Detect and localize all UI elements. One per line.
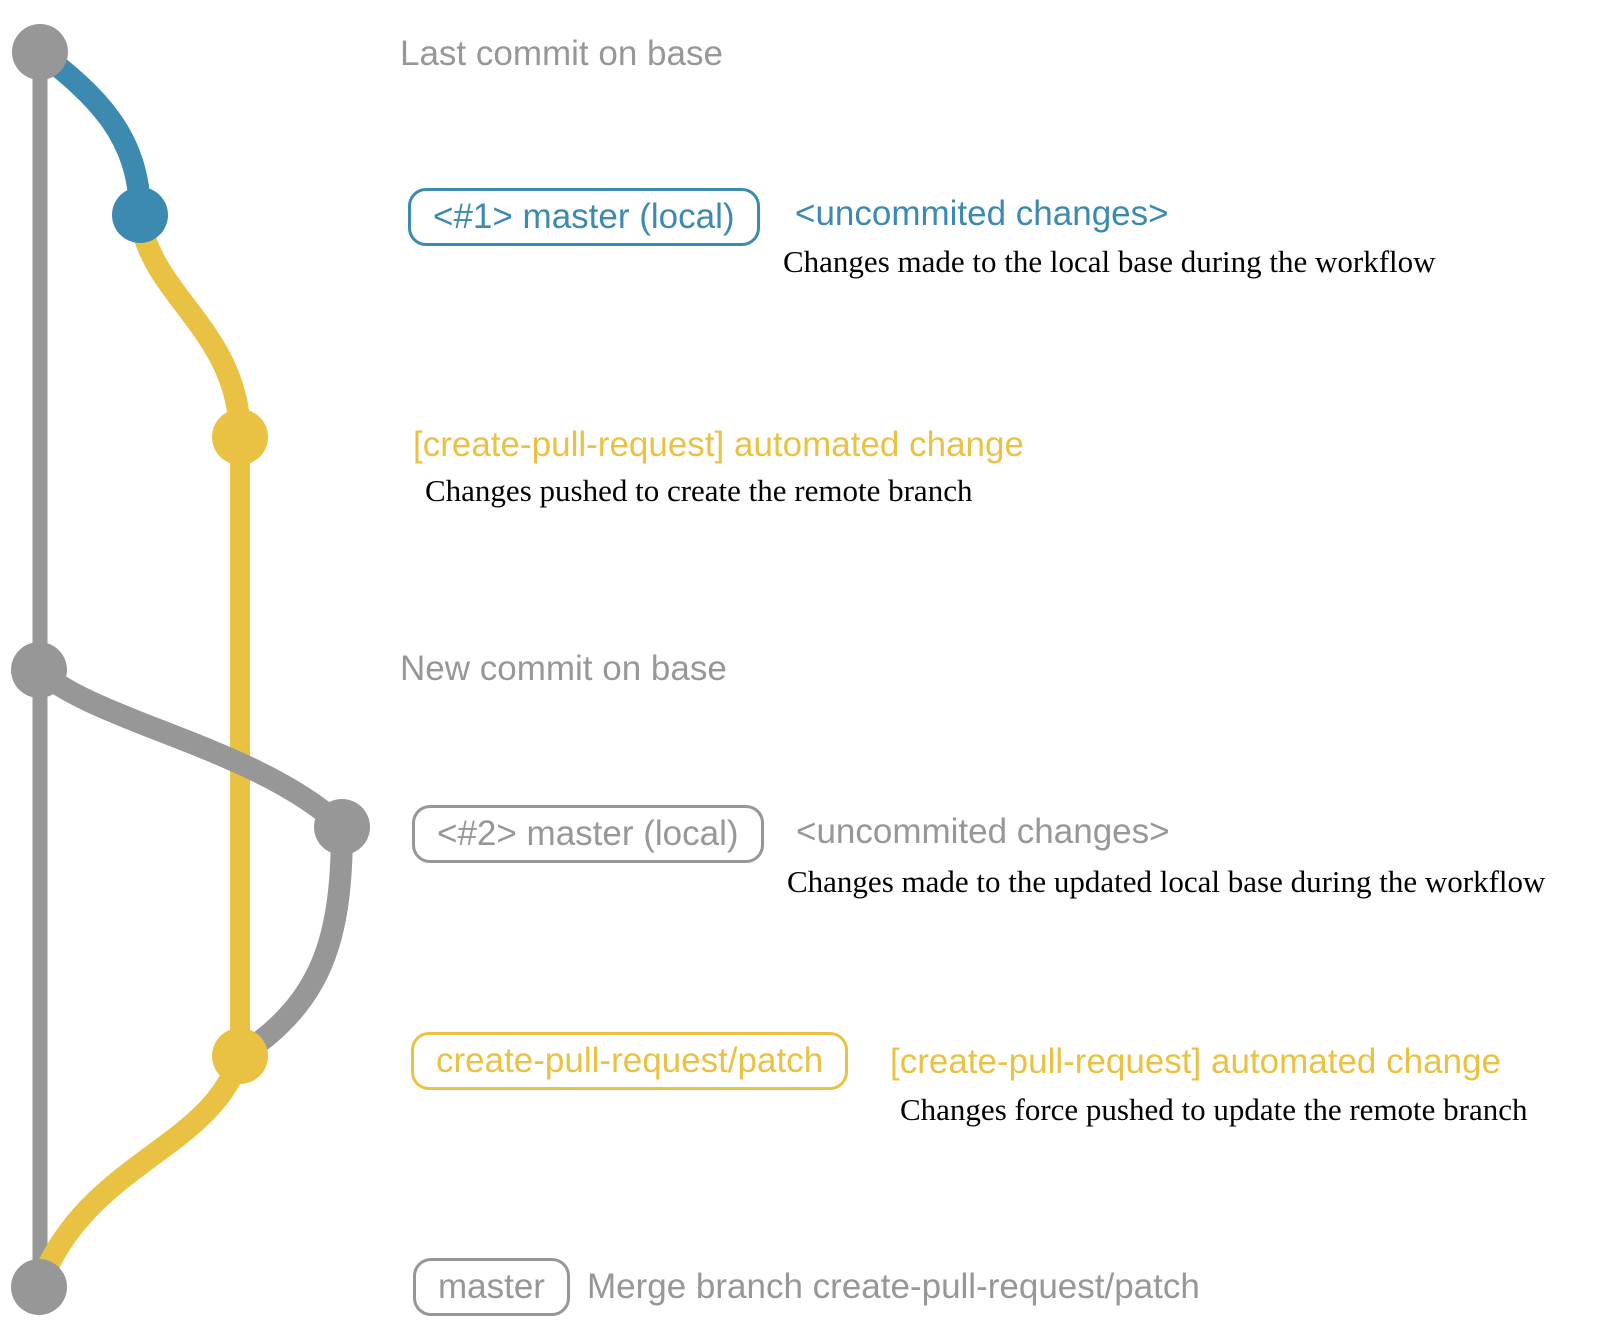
note-uncommitted-changes-1: <uncommited changes> <box>795 193 1169 233</box>
label-last-commit-on-base: Last commit on base <box>400 33 723 73</box>
badge-master: master <box>413 1258 570 1316</box>
commit-merge <box>11 1259 67 1315</box>
badge-master-local-1: <#1> master (local) <box>408 188 760 246</box>
commit-local-1 <box>112 187 168 243</box>
label-automated-change-1: [create-pull-request] automated change <box>413 424 1024 464</box>
uncommitted-1-curve <box>29 41 151 226</box>
merge-curve <box>28 1045 251 1298</box>
commit-automated-2 <box>212 1028 268 1084</box>
desc-force-push-remote-branch: Changes force pushed to update the remot… <box>900 1091 1528 1127</box>
desc-local-base-changes-1: Changes made to the local base during th… <box>783 243 1436 279</box>
desc-local-base-changes-2: Changes made to the updated local base d… <box>787 863 1546 899</box>
note-uncommitted-changes-2: <uncommited changes> <box>796 811 1170 851</box>
label-new-commit-on-base: New commit on base <box>400 648 727 688</box>
badge-create-pull-request-patch: create-pull-request/patch <box>411 1032 849 1090</box>
git-graph <box>11 24 370 1315</box>
push-1-curve <box>129 204 251 448</box>
commit-new-on-base <box>11 642 67 698</box>
label-merge-branch: Merge branch create-pull-request/patch <box>587 1266 1200 1306</box>
desc-push-create-remote-branch: Changes pushed to create the remote bran… <box>425 472 973 508</box>
commit-automated-1 <box>212 409 268 465</box>
label-automated-change-2: [create-pull-request] automated change <box>890 1041 1501 1081</box>
uncommitted-2-curve <box>229 816 353 1067</box>
badge-master-local-2: <#2> master (local) <box>412 805 764 863</box>
commit-local-2 <box>314 799 370 855</box>
new-base-commit-curve <box>28 659 353 838</box>
commit-last-on-base <box>12 24 68 80</box>
